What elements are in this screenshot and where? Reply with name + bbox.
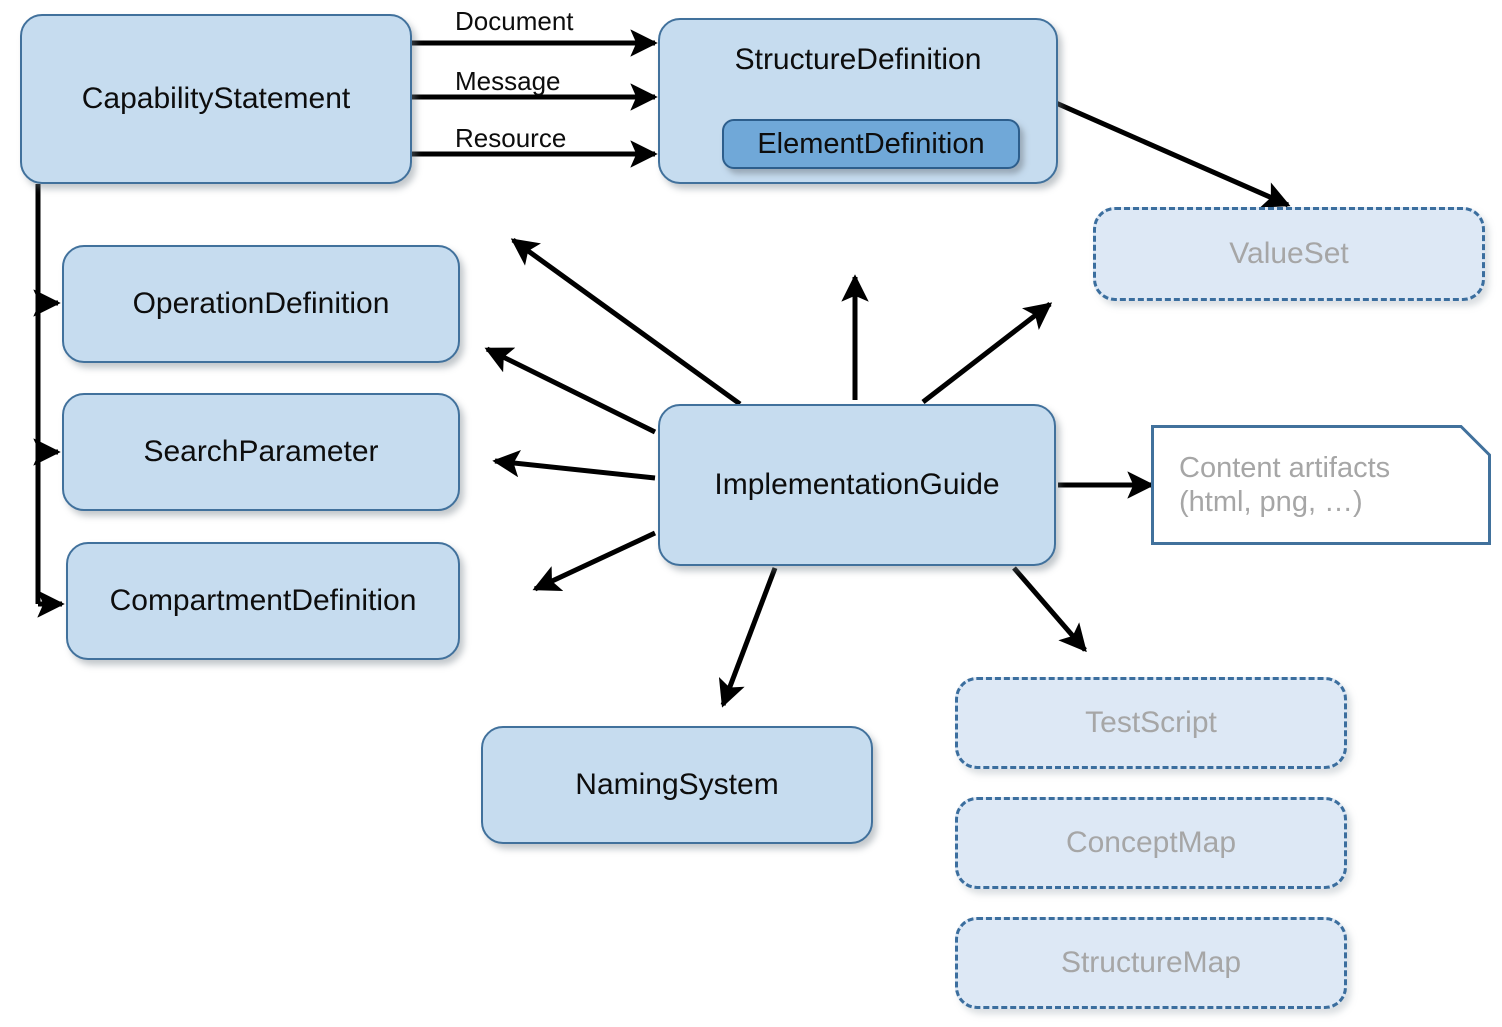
node-capability-statement[interactable]: CapabilityStatement xyxy=(20,14,412,184)
node-label-structure-definition: StructureDefinition xyxy=(734,43,982,76)
node-label-naming-system: NamingSystem xyxy=(575,768,779,802)
node-label-implementation-guide: ImplementationGuide xyxy=(714,468,1000,502)
node-label-structure-map: StructureMap xyxy=(1060,946,1242,980)
edge-label-message: Message xyxy=(455,66,561,96)
node-content-artifacts[interactable]: Content artifacts (html, png, …) xyxy=(1151,425,1491,545)
node-element-definition[interactable]: ElementDefinition xyxy=(722,119,1020,169)
node-test-script[interactable]: TestScript xyxy=(955,677,1347,769)
edge-ig-to-capability xyxy=(510,237,742,407)
node-label-search-parameter: SearchParameter xyxy=(143,435,379,469)
node-compartment-definition[interactable]: CompartmentDefinition xyxy=(66,542,460,660)
node-naming-system[interactable]: NamingSystem xyxy=(481,726,873,844)
edge-ig-to-compartment xyxy=(532,530,657,592)
node-label-content-artifacts: Content artifacts (html, png, …) xyxy=(1179,451,1391,518)
edge-ig-to-testscript xyxy=(1012,566,1087,653)
edge-label-document: Document xyxy=(455,6,574,36)
edge-structure-to-valueset xyxy=(1054,100,1291,208)
edge-ig-to-search xyxy=(492,449,656,481)
node-label-element-definition: ElementDefinition xyxy=(757,127,985,160)
node-label-operation-definition: OperationDefinition xyxy=(132,287,390,321)
node-implementation-guide[interactable]: ImplementationGuide xyxy=(658,404,1056,566)
node-value-set[interactable]: ValueSet xyxy=(1093,207,1485,301)
edge-ig-to-operation xyxy=(484,346,657,435)
node-search-parameter[interactable]: SearchParameter xyxy=(62,393,460,511)
node-label-value-set: ValueSet xyxy=(1229,237,1349,271)
edge-label-resource: Resource xyxy=(455,123,567,153)
node-label-compartment-definition: CompartmentDefinition xyxy=(109,584,417,618)
node-label-test-script: TestScript xyxy=(1085,706,1217,740)
note-shape-icon xyxy=(1151,425,1491,545)
edge-ig-to-valueset xyxy=(921,302,1053,404)
node-structure-map[interactable]: StructureMap xyxy=(955,917,1347,1009)
node-operation-definition[interactable]: OperationDefinition xyxy=(62,245,460,363)
node-concept-map[interactable]: ConceptMap xyxy=(955,797,1347,889)
node-label-concept-map: ConceptMap xyxy=(1065,826,1237,860)
edge-ig-to-namingsystem xyxy=(718,567,778,708)
node-label-capability-statement: CapabilityStatement xyxy=(81,82,351,116)
